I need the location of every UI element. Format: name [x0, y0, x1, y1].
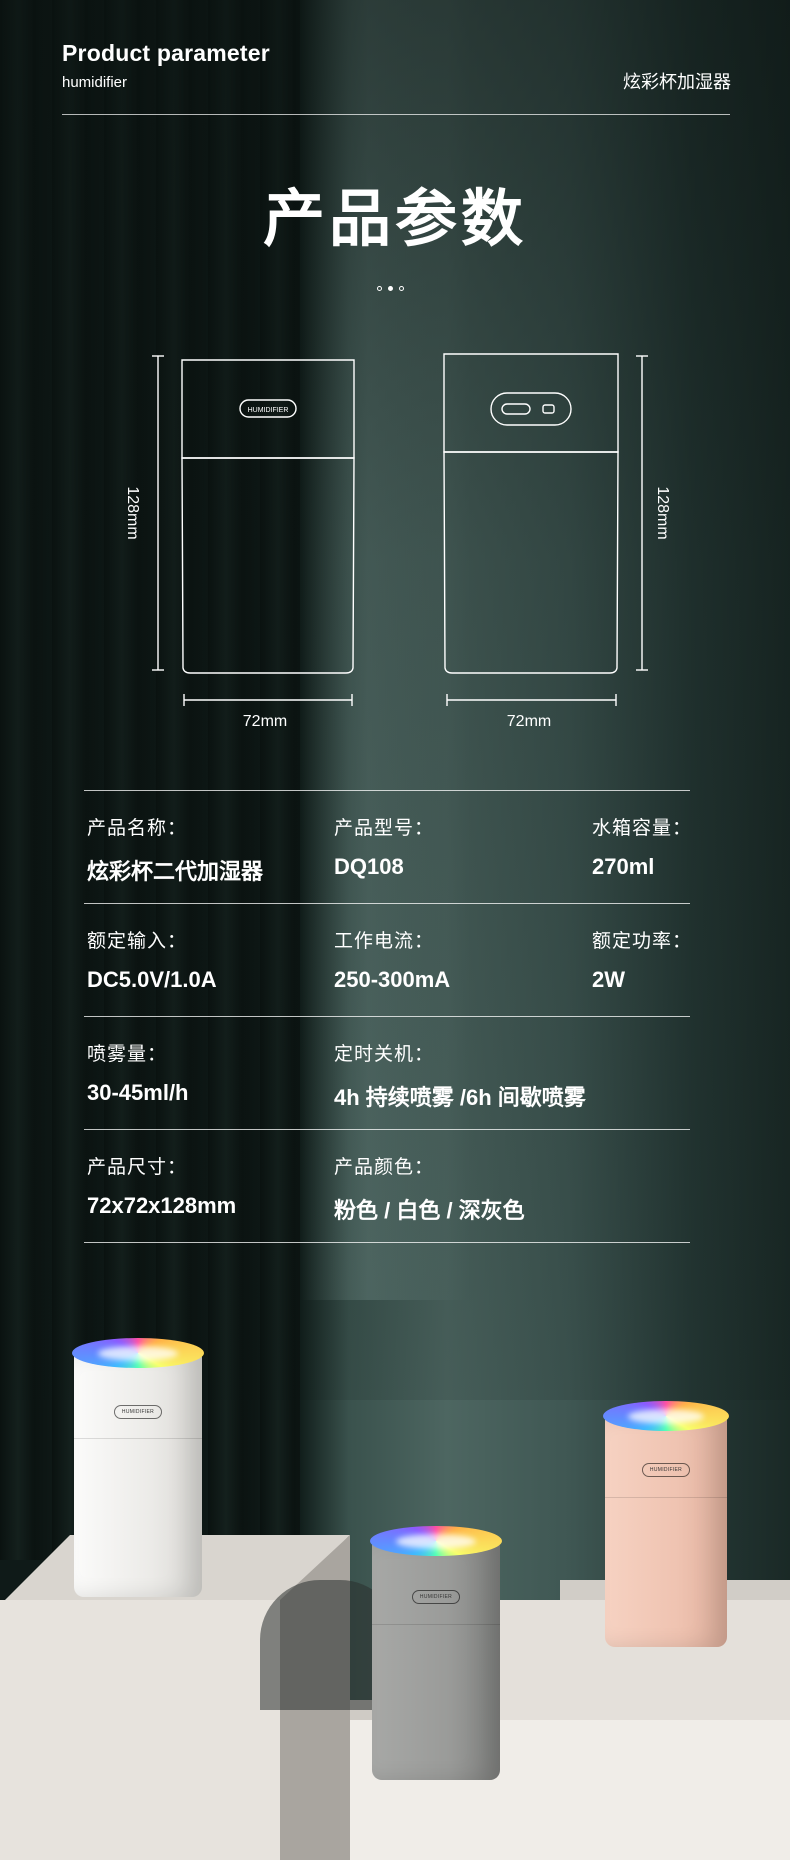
height-label-right: 128mm	[654, 486, 671, 539]
device-front-outline	[181, 359, 355, 674]
humidifier-badge: HUMIDIFIER	[412, 1590, 460, 1604]
height-dimension-right	[636, 355, 648, 671]
device-back-outline	[443, 353, 619, 674]
led-rim	[72, 1338, 204, 1368]
humidifier-badge: HUMIDIFIER	[642, 1463, 690, 1477]
spec-table: 产品名称： 炫彩杯二代加湿器 产品型号： DQ108 水箱容量： 270ml 额…	[84, 790, 693, 1243]
width-label-right: 72mm	[507, 713, 551, 730]
width-dimension-left	[183, 694, 353, 706]
spec-row: 额定输入： DC5.0V/1.0A 工作电流： 250-300mA 额定功率： …	[84, 903, 693, 1016]
spec-timer-off: 定时关机： 4h 持续喷雾 /6h 间歇喷雾	[334, 1044, 586, 1110]
spec-model: 产品型号： DQ108	[334, 818, 435, 879]
header-subtitle: humidifier	[62, 74, 128, 91]
humidifier-pink-image: HUMIDIFIER	[603, 1401, 729, 1647]
spec-tank-capacity: 水箱容量： 270ml	[592, 818, 693, 879]
header-divider	[62, 114, 730, 115]
spec-colors: 产品颜色： 粉色 / 白色 / 深灰色	[334, 1157, 525, 1223]
header-title: Product parameter	[62, 40, 270, 66]
height-label-left: 128mm	[124, 486, 141, 539]
spec-row: 产品名称： 炫彩杯二代加湿器 产品型号： DQ108 水箱容量： 270ml	[84, 790, 693, 903]
width-dimension-right	[446, 694, 617, 706]
spec-working-current: 工作电流： 250-300mA	[334, 931, 451, 992]
podium-left	[0, 1600, 280, 1860]
spec-rated-input: 额定输入： DC5.0V/1.0A	[87, 931, 217, 992]
dot-active	[388, 286, 393, 291]
page-title: 产品参数	[262, 185, 527, 254]
spec-mist-output: 喷雾量： 30-45ml/h	[87, 1044, 189, 1105]
dot	[399, 286, 404, 291]
spec-row: 产品尺寸： 72x72x128mm 产品颜色： 粉色 / 白色 / 深灰色	[84, 1129, 690, 1243]
led-rim	[603, 1401, 729, 1431]
humidifier-white-image: HUMIDIFIER	[72, 1338, 204, 1597]
led-rim	[370, 1526, 502, 1556]
spec-row: 喷雾量： 30-45ml/h 定时关机： 4h 持续喷雾 /6h 间歇喷雾	[84, 1016, 690, 1129]
pagination-dots	[377, 286, 404, 291]
header-product-name: 炫彩杯加湿器	[623, 72, 731, 92]
humidifier-badge: HUMIDIFIER	[114, 1405, 162, 1419]
spec-product-name: 产品名称： 炫彩杯二代加湿器	[87, 818, 264, 884]
spec-rated-power: 额定功率： 2W	[592, 931, 693, 992]
device-badge-label: HUMIDIFIER	[248, 407, 289, 414]
dot	[377, 286, 382, 291]
humidifier-gray-image: HUMIDIFIER	[370, 1526, 502, 1780]
spec-size: 产品尺寸： 72x72x128mm	[87, 1157, 237, 1218]
width-label-left: 72mm	[243, 713, 287, 730]
height-dimension-left	[152, 355, 164, 671]
dimension-diagram: HUMIDIFIER 128mm 128mm 72mm 72mm	[124, 353, 671, 730]
